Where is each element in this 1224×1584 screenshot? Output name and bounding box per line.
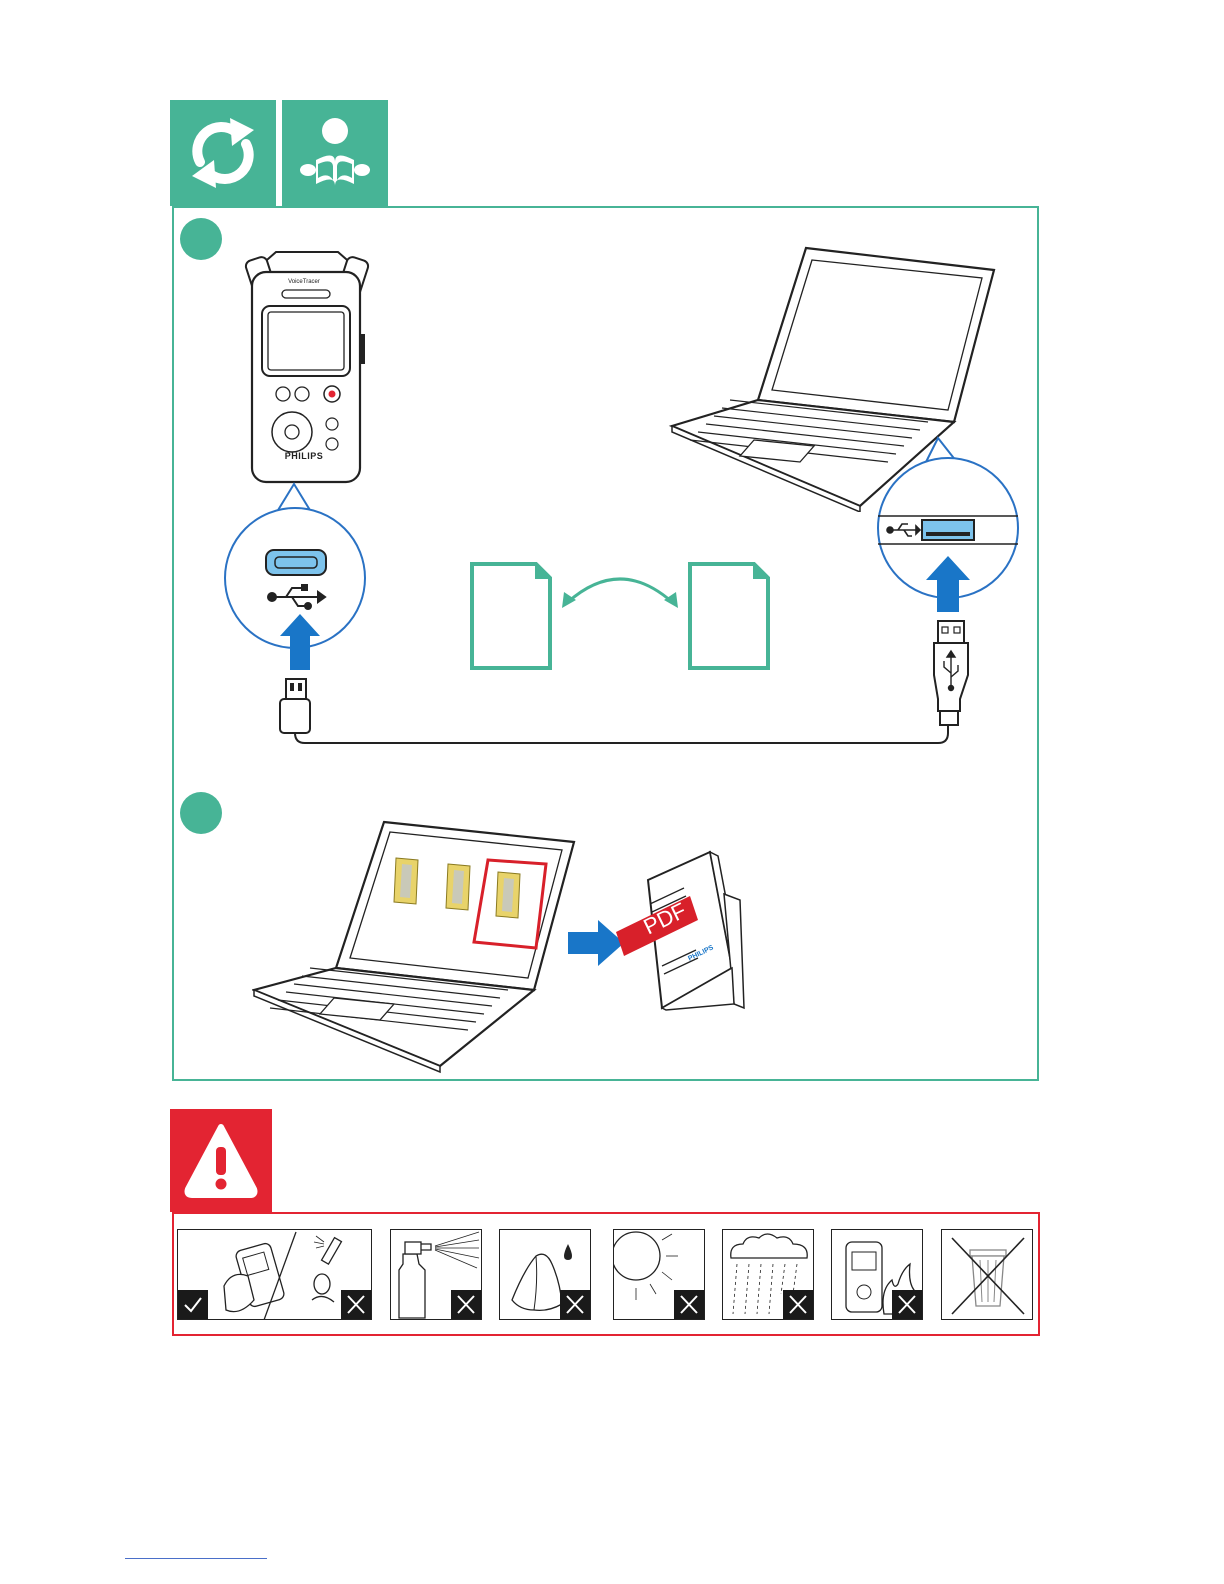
forbidden-cross-icon <box>451 1290 481 1319</box>
sync-icon <box>170 100 276 206</box>
recorder-model-label: VoiceTracer <box>272 279 336 285</box>
no-sunlight-pictogram <box>613 1229 705 1320</box>
forbidden-cross-icon <box>783 1290 813 1319</box>
clean-with-cloth-pictogram <box>177 1229 372 1320</box>
warning-tile <box>170 1109 272 1212</box>
folder-icon-1 <box>394 858 418 904</box>
forbidden-cross-icon <box>892 1290 922 1319</box>
recorder-brand-label: PHILIPS <box>272 451 336 461</box>
no-spray-pictogram <box>390 1229 482 1320</box>
forbidden-cross-icon <box>674 1290 704 1319</box>
pdf-manual-illustration <box>614 850 750 1012</box>
read-manual-icon <box>282 100 388 206</box>
folder-icon-2 <box>446 864 470 910</box>
no-liquid-pictogram <box>499 1229 591 1320</box>
sync-tile <box>170 100 276 206</box>
crossed-bin-icon <box>942 1230 1033 1320</box>
upload-arrow-right <box>926 556 970 612</box>
no-rain-pictogram <box>722 1229 814 1320</box>
forbidden-cross-icon <box>560 1290 590 1319</box>
allowed-check-icon <box>178 1290 208 1319</box>
step-2-marker <box>180 792 222 834</box>
step-1-marker <box>180 218 222 260</box>
forbidden-cross-icon <box>341 1290 371 1319</box>
footer-rule <box>125 1558 267 1559</box>
warning-triangle-icon <box>170 1109 272 1212</box>
file-transfer-illustration <box>466 558 776 674</box>
no-fire-pictogram <box>831 1229 923 1320</box>
no-bin-disposal-pictogram <box>941 1229 1033 1320</box>
read-manual-tile <box>282 100 388 206</box>
laptop-illustration-bottom <box>252 818 578 1074</box>
